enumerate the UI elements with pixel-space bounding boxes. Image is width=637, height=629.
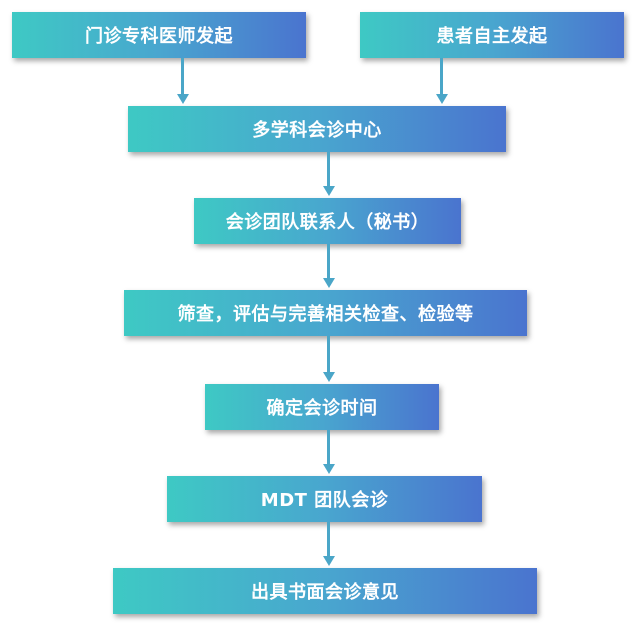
starter-patient-label: 患者自主发起 [436,26,548,47]
starter-specialist-label: 门诊专科医师发起 [85,26,233,47]
step-mdt-center-box: 多学科会诊中心 [128,106,506,152]
step-schedule-label: 确定会诊时间 [266,398,378,419]
step-written-opinion-label: 出具书面会诊意见 [251,582,399,603]
step-written-opinion-box: 出具书面会诊意见 [113,568,537,614]
step-consultation-box: MDT 团队会诊 [167,476,482,522]
step-mdt-center-label: 多学科会诊中心 [252,120,382,141]
step-secretary-label: 会诊团队联系人（秘书） [225,212,430,233]
step-schedule-box: 确定会诊时间 [205,384,439,430]
starter-specialist-box: 门诊专科医师发起 [12,12,306,58]
step-consultation-label: MDT 团队会诊 [260,490,389,511]
step-secretary-box: 会诊团队联系人（秘书） [194,198,461,244]
step-screening-box: 筛查，评估与完善相关检查、检验等 [124,290,527,336]
starter-patient-box: 患者自主发起 [360,12,624,58]
step-screening-label: 筛查，评估与完善相关检查、检验等 [177,304,474,325]
